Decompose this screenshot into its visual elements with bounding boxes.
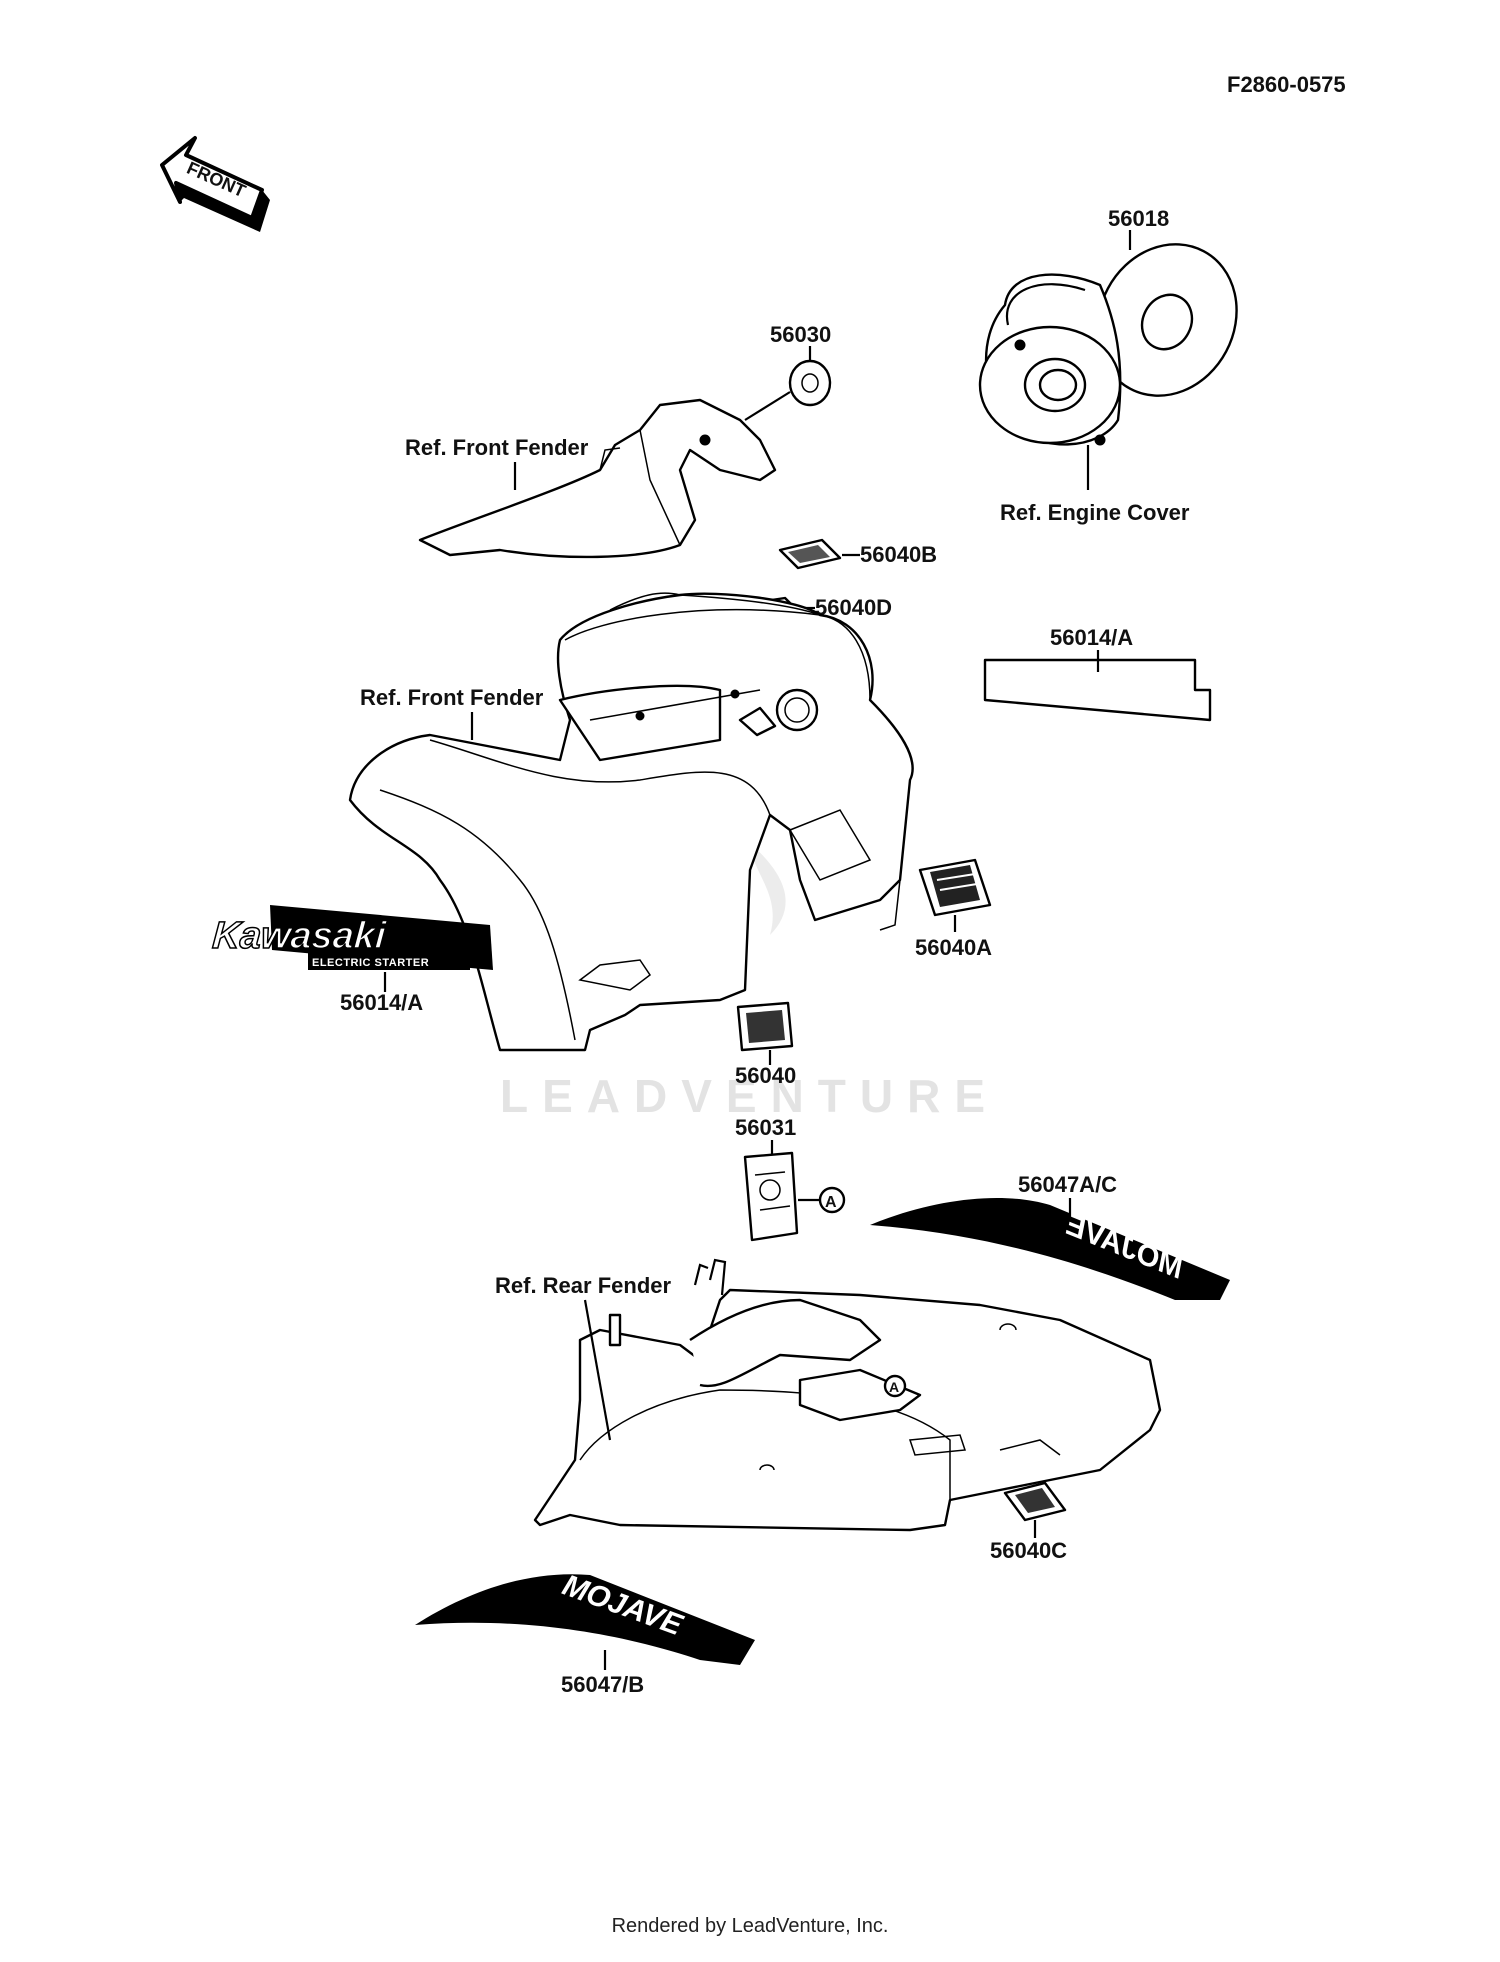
mojave-decal-left: MOJAVE	[415, 1569, 755, 1665]
part-56040: 56040	[735, 1063, 796, 1088]
decal-56014a-strip-icon	[983, 658, 1212, 722]
diagram-code: F2860-0575	[1227, 72, 1346, 97]
part-56040c: 56040C	[990, 1538, 1067, 1563]
part-56031: 56031	[735, 1115, 796, 1140]
front-arrow-icon: FRONT	[160, 136, 270, 232]
ref-front-fender-top: Ref. Front Fender	[405, 435, 589, 460]
mojave-decal-right: MOJAVE	[870, 1197, 1230, 1300]
ref-rear-fender: Ref. Rear Fender	[495, 1273, 671, 1298]
rear-fender-drawing: A	[533, 1258, 1162, 1532]
decal-56040b-icon	[778, 538, 842, 570]
decal-56040a-icon	[918, 858, 992, 917]
ref-engine-cover: Ref. Engine Cover	[1000, 500, 1190, 525]
part-56018: 56018	[1108, 206, 1169, 231]
part-56040b: 56040B	[860, 542, 937, 567]
part-56040a: 56040A	[915, 935, 992, 960]
callout-a-rear-text: A	[889, 1379, 899, 1395]
kawasaki-logo: Kawasaki	[211, 915, 389, 957]
decal-56031-icon	[743, 1151, 799, 1242]
part-56030: 56030	[770, 322, 831, 347]
kawasaki-decal: Kawasaki ELECTRIC STARTER	[210, 905, 493, 970]
footer-credit: Rendered by LeadVenture, Inc.	[611, 1915, 889, 1937]
part-56014a-left: 56014/A	[340, 990, 423, 1015]
engine-cover-drawing	[978, 230, 1238, 490]
front-fender-bracket-drawing	[418, 346, 832, 559]
part-56014a-right: 56014/A	[1050, 625, 1133, 650]
decal-56040c-icon	[1003, 1481, 1067, 1522]
part-56047ac: 56047A/C	[1018, 1172, 1117, 1197]
ref-front-fender-main: Ref. Front Fender	[360, 685, 544, 710]
decal-56040-icon	[736, 1001, 794, 1052]
callout-a-marker: A	[818, 1186, 846, 1214]
callout-a-text: A	[825, 1194, 837, 1211]
front-fender-main-drawing	[348, 592, 914, 1052]
kawasaki-sub: ELECTRIC STARTER	[312, 957, 429, 969]
part-56047b: 56047/B	[561, 1672, 644, 1697]
watermark-text: LEADVENTURE	[500, 1070, 999, 1122]
